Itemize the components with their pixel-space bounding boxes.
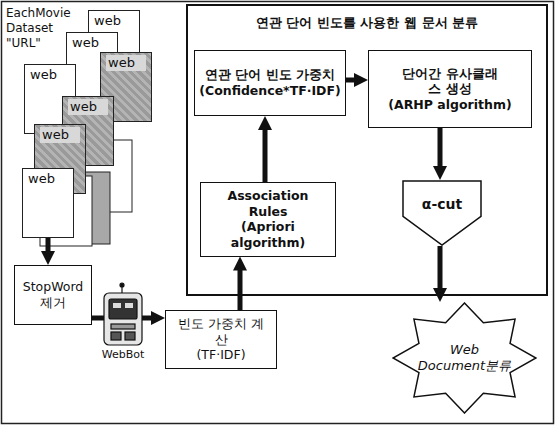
flow-arrow: [346, 78, 355, 83]
method-text: (ARHP algorithm): [388, 97, 511, 113]
page-label: web: [72, 35, 112, 51]
flow-arrow: [238, 269, 243, 310]
bot-label: WebBot: [96, 348, 150, 362]
page-label: web: [68, 99, 108, 115]
robot-panel: [111, 332, 121, 340]
robot-antenna-tip: [120, 283, 124, 287]
result-star: Web Document분류: [392, 302, 537, 414]
page-label: web: [28, 171, 68, 187]
method-text: (TF·IDF): [196, 347, 245, 363]
method-text: (Apriori algorithm): [207, 219, 329, 250]
group-heading: 연관 단어 빈도를 사용한 웹 문서 분류: [188, 14, 546, 32]
robot-panel: [125, 332, 135, 340]
box-text: 연관 단어 빈도 가중치: [205, 67, 335, 83]
box-text: 단어간 유사클래스 생성: [400, 66, 500, 97]
box-text: Web Document분류: [418, 342, 512, 373]
robot-eye: [125, 303, 133, 308]
star-shape: [393, 303, 536, 413]
box-text: StopWord 제거: [21, 279, 85, 310]
box-text: α-cut: [422, 196, 462, 212]
process-box: 단어간 유사클래스 생성(ARHP algorithm): [368, 50, 532, 128]
dataset-label: EachMovie Dataset "URL": [6, 6, 80, 51]
flow-arrow: [46, 238, 51, 252]
robot-panel: [111, 324, 135, 329]
process-box: 연관 단어 빈도 가중치(Confidence*TF·IDF): [194, 50, 346, 116]
box-text: 빈도 가중치 계산: [172, 316, 270, 347]
method-text: (Confidence*TF·IDF): [199, 83, 340, 99]
box-text: Association Rules: [207, 188, 329, 219]
pentagon-shape: [403, 181, 481, 245]
page-label: web: [40, 127, 80, 143]
process-box: 빈도 가중치 계산(TF·IDF): [165, 310, 277, 369]
group-box: 연관 단어 빈도를 사용한 웹 문서 분류연관 단어 빈도 가중치(Confid…: [186, 4, 548, 296]
pentagon-outline: [402, 180, 482, 246]
page-label: web: [106, 55, 146, 71]
robot-body: [104, 293, 142, 345]
cut-pentagon: α-cut: [402, 180, 482, 246]
flow-arrow: [438, 246, 443, 289]
page-label: web: [30, 67, 70, 83]
robot-icon: [104, 283, 142, 345]
page-label: web: [94, 13, 134, 29]
process-box: StopWord 제거: [14, 265, 92, 325]
process-box: Association Rules(Apriori algorithm): [200, 182, 336, 257]
web-page: web: [22, 168, 74, 238]
robot-eye: [113, 303, 121, 308]
flow-arrow: [263, 129, 268, 182]
robot-screen: [109, 299, 137, 319]
flow-arrow: [438, 128, 443, 167]
